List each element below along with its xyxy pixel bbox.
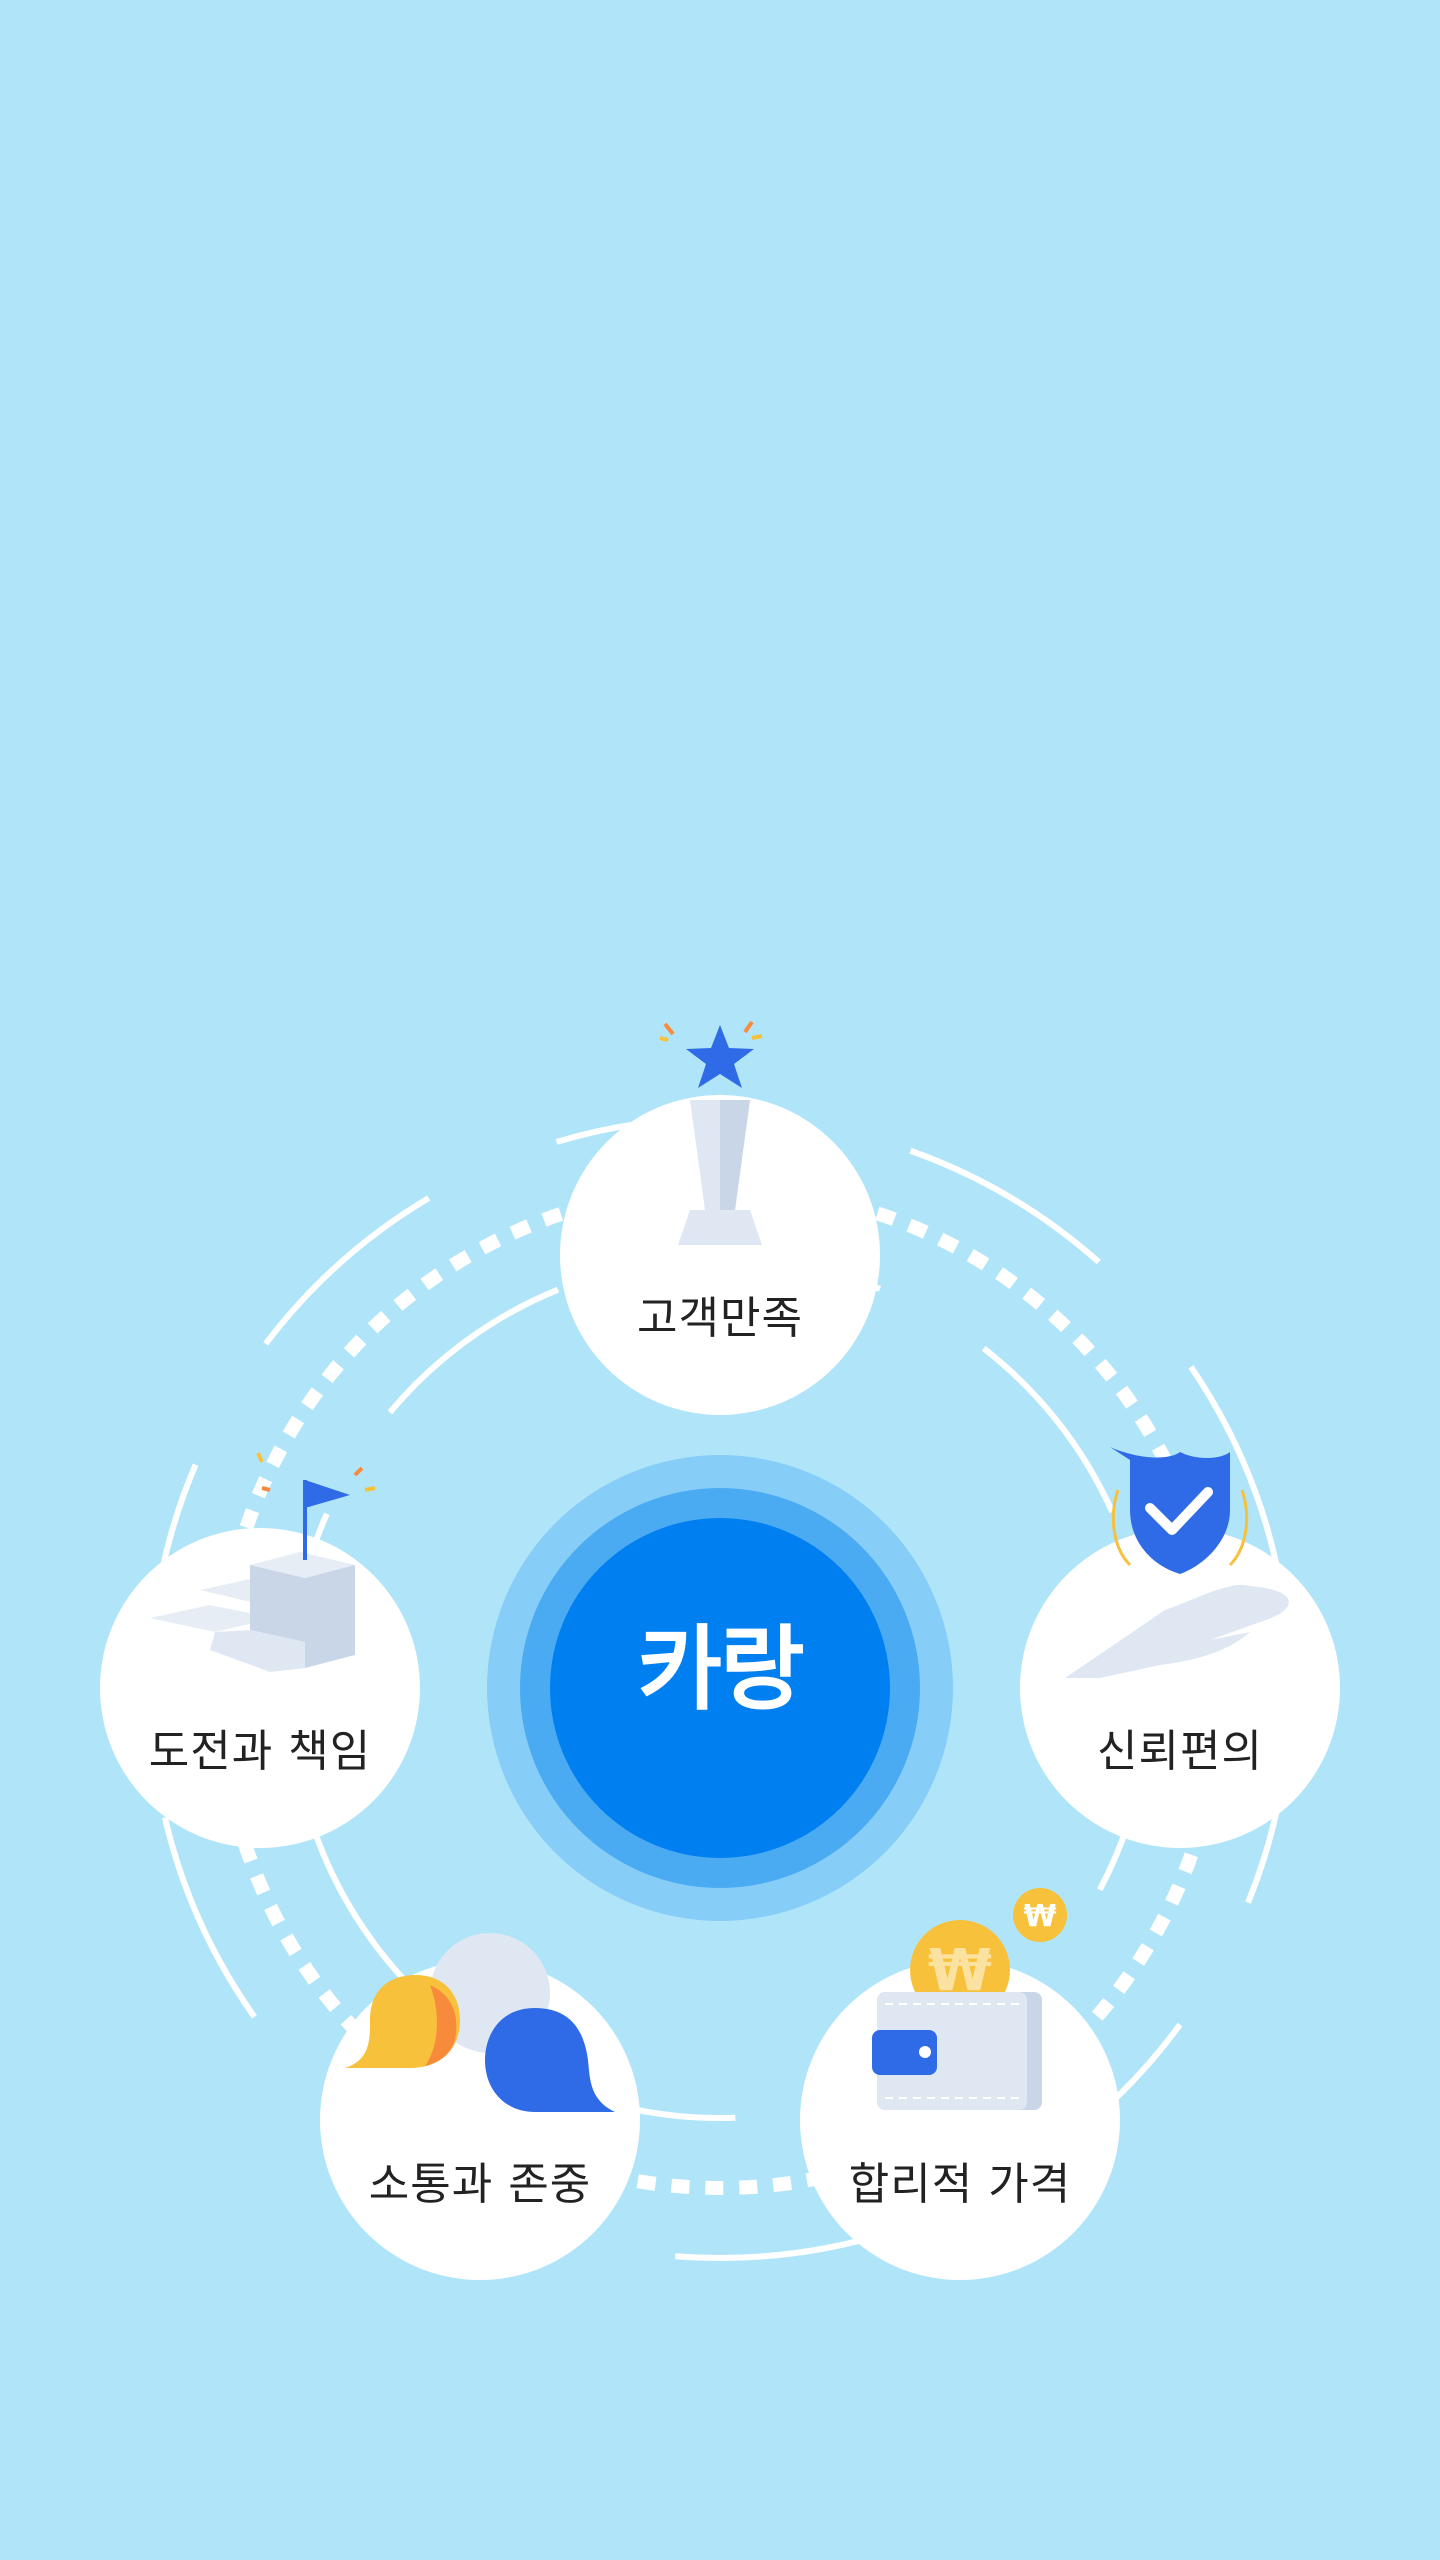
label-customer-satisfaction: 고객만족 xyxy=(637,1293,803,1344)
node-trust-convenience xyxy=(1020,1528,1340,1848)
label-trust-convenience: 신뢰편의 xyxy=(1097,1726,1263,1777)
label-challenge-responsibility: 도전과 책임 xyxy=(148,1726,372,1777)
shield-hand-icon xyxy=(1065,1447,1289,1678)
brand-logo xyxy=(487,1455,953,1921)
svg-text:₩: ₩ xyxy=(1023,1899,1056,1934)
node-customer-satisfaction xyxy=(560,1095,880,1415)
label-communication-respect: 소통과 존중 xyxy=(368,2159,592,2210)
label-reasonable-price: 합리적 가격 xyxy=(848,2159,1072,2210)
brand-name: 카랑 xyxy=(637,1616,804,1723)
trophy-star-icon xyxy=(659,1020,763,1245)
stairs-flag-icon xyxy=(150,1452,376,1672)
wallet-coin-icon: ₩ ₩ xyxy=(872,1888,1067,2110)
speech-bubbles-icon xyxy=(345,1933,615,2112)
